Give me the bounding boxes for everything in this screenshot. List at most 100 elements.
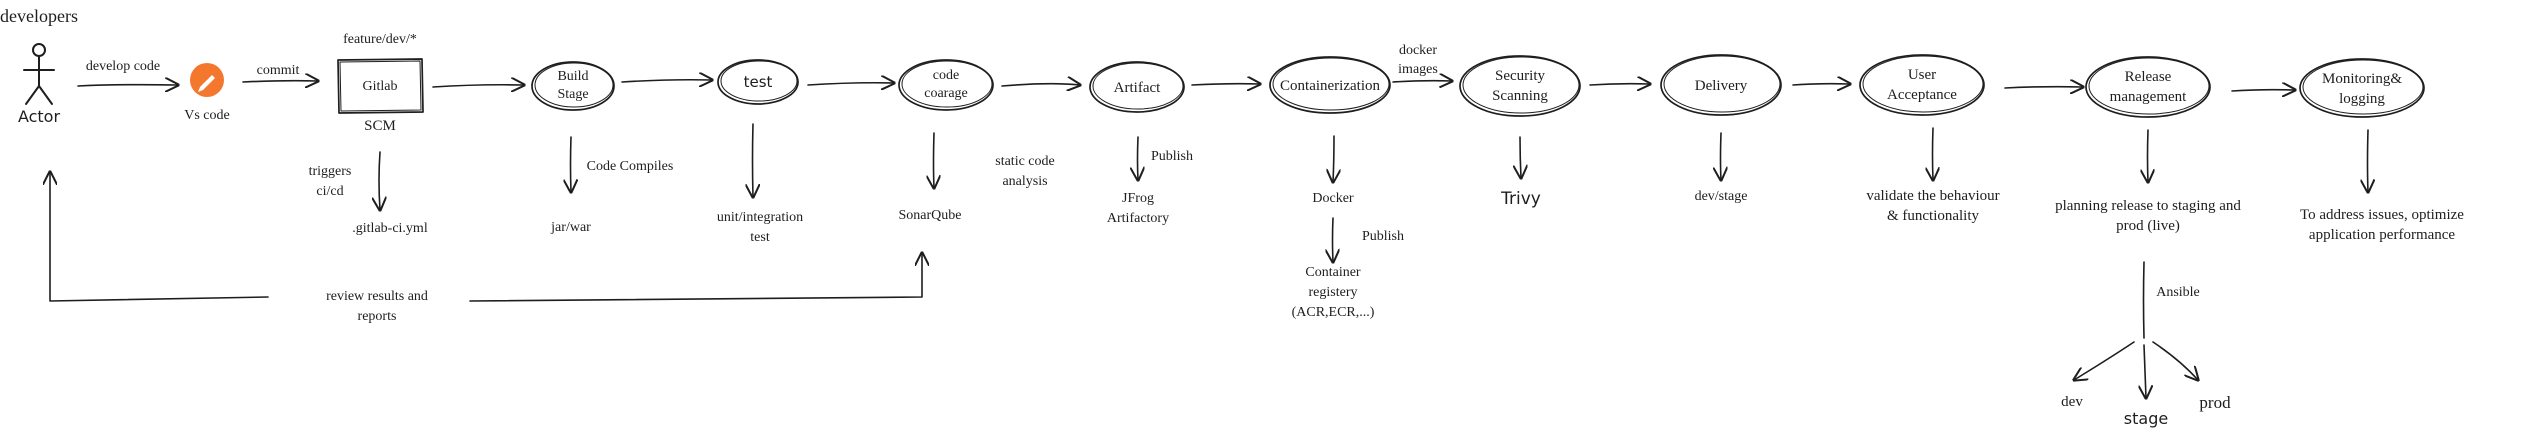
arrow-ansible-stage: [2144, 344, 2146, 398]
edge-label-develop-code: develop code: [86, 59, 160, 74]
build-stage-label-2: Stage: [557, 87, 588, 102]
docker-output: Docker: [1312, 191, 1354, 206]
pencil-icon: [198, 75, 215, 92]
security-scanning-node: [1459, 55, 1581, 117]
vscode-label: Vs code: [184, 108, 230, 123]
ansible-stem: [2142, 261, 2145, 339]
delivery-node: [1660, 54, 1782, 116]
gitlab-branch-label: feature/dev/*: [343, 32, 417, 47]
arrow-release-monitoring: [2231, 90, 2295, 91]
arrow-ansible-dev: [2074, 341, 2135, 380]
artifact-sketch: [1092, 62, 1184, 110]
monitoring-node: [2299, 58, 2425, 118]
gitlab-ci-file: .gitlab-ci.yml: [352, 221, 428, 236]
containerization-node: [1269, 56, 1391, 114]
release-management-sketch: [2088, 57, 2210, 115]
edge-label-static-2: analysis: [1002, 174, 1047, 189]
monitoring-label-1: Monitoring&: [2322, 71, 2402, 87]
planning-output-1: planning release to staging and: [2055, 198, 2241, 214]
feedback-line-left: [50, 172, 269, 302]
edge-label-commit: commit: [257, 63, 300, 78]
arrow-test-coverage: [807, 83, 894, 85]
arrow-container-security: [1392, 81, 1452, 82]
gitlab-box-sketch: [339, 60, 422, 112]
arrow-actor-vscode: [77, 85, 178, 86]
env-prod: prod: [2199, 393, 2231, 412]
arrow-container-docker: [1333, 135, 1334, 182]
arrow-artifact-jfrog: [1138, 136, 1139, 180]
edge-label-cicd: ci/cd: [316, 184, 343, 199]
jfrog-output-1: JFrog: [1122, 191, 1154, 206]
build-stage-sketch: [534, 62, 614, 108]
gitlab-scm-label: SCM: [364, 118, 396, 134]
delivery-sketch: [1663, 55, 1781, 113]
arrow-build-jar: [571, 136, 572, 192]
arrow-uat-validate: [1933, 127, 1934, 180]
edge-label-review-1: review results and: [326, 289, 428, 304]
arrow-security-delivery: [1589, 84, 1650, 85]
registry-output-3: (ACR,ECR,...): [1292, 305, 1375, 320]
gitlab-box: [337, 58, 424, 114]
unit-test-output-2: test: [750, 230, 770, 245]
artifact-label: Artifact: [1114, 80, 1161, 96]
arrow-delivery-env: [1721, 132, 1722, 180]
build-stage-label-1: Build: [557, 69, 588, 84]
user-acceptance-node: [1859, 54, 1985, 116]
arrow-test-unit: [753, 123, 754, 197]
code-coverage-label-1: code: [933, 68, 959, 83]
uat-label-1: User: [1908, 67, 1936, 83]
test-label: test: [744, 73, 773, 91]
code-coverage-label-2: coarage: [924, 86, 968, 101]
arrow-artifact-container: [1191, 84, 1260, 85]
diagram-title: developers: [0, 6, 78, 26]
edge-label-ansible: Ansible: [2156, 285, 2200, 300]
env-dev: dev: [2061, 394, 2083, 410]
security-label-1: Security: [1495, 68, 1545, 84]
release-label-1: Release: [2125, 69, 2172, 85]
arrow-delivery-uat: [1792, 84, 1850, 85]
actor-label: Actor: [18, 107, 61, 126]
monitoring-sketch: [2302, 59, 2424, 115]
validate-output-1: validate the behaviour: [1866, 188, 1999, 204]
arrow-build-test: [621, 80, 712, 82]
dev-stage-output: dev/stage: [1695, 189, 1748, 204]
arrow-uat-release: [2004, 87, 2083, 88]
arrow-vscode-gitlab: [242, 81, 318, 82]
feedback-line-right: [469, 253, 922, 302]
arrow-security-trivy: [1520, 136, 1521, 178]
trivy-output: Trivy: [1500, 189, 1541, 209]
monitoring-label-2: logging: [2339, 91, 2385, 107]
arrow-gitlab-ci: [379, 151, 380, 210]
jfrog-output-2: Artifactory: [1107, 211, 1169, 226]
edge-label-static-1: static code: [995, 154, 1054, 169]
security-label-2: Scanning: [1492, 88, 1548, 104]
release-label-2: management: [2110, 89, 2187, 105]
user-acceptance-sketch: [1862, 55, 1984, 113]
address-output-2: application performance: [2309, 227, 2456, 243]
edge-label-publish-artifact: Publish: [1151, 149, 1193, 164]
containerization-sketch: [1272, 57, 1390, 111]
edge-label-triggers: triggers: [309, 164, 352, 179]
edge-label-docker: docker: [1399, 43, 1437, 58]
registry-output-1: Container: [1305, 265, 1361, 280]
arrow-coverage-artifact: [1001, 84, 1080, 86]
actor-icon: [23, 43, 55, 105]
arrow-docker-registry: [1333, 217, 1334, 262]
release-management-node: [2085, 56, 2211, 118]
edge-label-review-2: reports: [358, 309, 397, 324]
address-output-1: To address issues, optimize: [2300, 207, 2464, 223]
planning-output-2: prod (live): [2116, 218, 2180, 234]
code-coverage-sketch: [901, 60, 993, 108]
code-coverage-node: [898, 59, 994, 111]
uat-label-2: Acceptance: [1887, 87, 1957, 103]
jar-war-output: jar/war: [550, 220, 591, 235]
arrow-ansible-prod: [2152, 341, 2198, 380]
unit-test-output-1: unit/integration: [717, 210, 803, 225]
arrow-coverage-sonar: [934, 132, 935, 188]
edge-label-images: images: [1398, 62, 1438, 77]
edge-label-publish-docker: Publish: [1362, 229, 1404, 244]
arrow-release-planning: [2148, 129, 2149, 182]
env-stage: stage: [2124, 409, 2168, 428]
arrow-monitoring-address: [2368, 129, 2369, 192]
